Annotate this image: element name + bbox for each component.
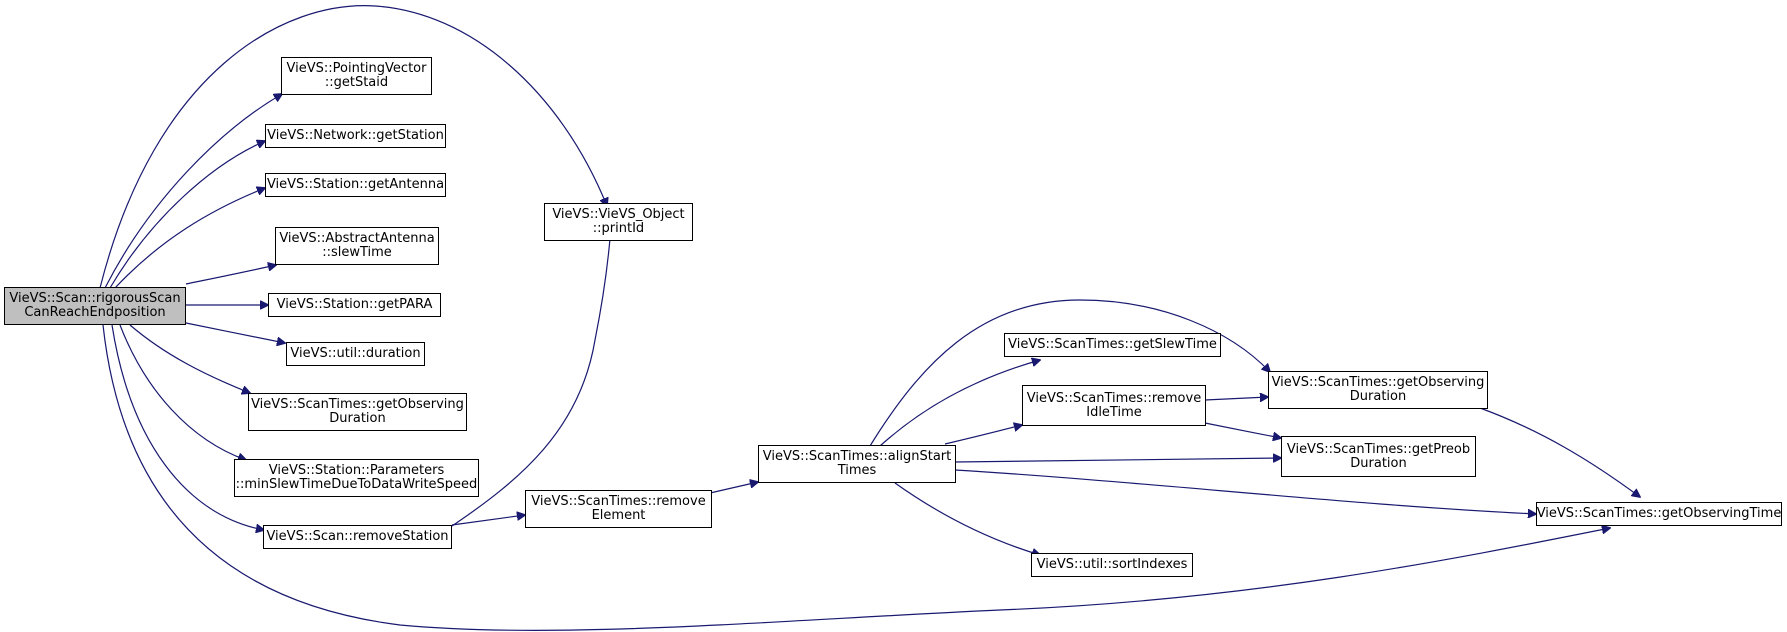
- node-label-line-2: Element: [591, 508, 646, 523]
- node-label-line-1: VieVS::ScanTimes::remove: [1026, 390, 1202, 406]
- node-label-line-1: VieVS::Station::Parameters: [268, 463, 445, 478]
- node-pointing-vector-getstaid[interactable]: VieVS::PointingVector ::getStaid: [281, 57, 432, 95]
- node-label-line-1: VieVS::PointingVector: [286, 61, 427, 76]
- node-label-line-2: ::slewTime: [322, 245, 392, 260]
- node-label-line-1: VieVS::ScanTimes::remove: [531, 494, 706, 509]
- node-label-line-1: VieVS::ScanTimes::getObserving: [1271, 375, 1485, 390]
- node-label-line-1: VieVS::util::sortIndexes: [1036, 557, 1188, 572]
- node-util-sortindexes[interactable]: VieVS::util::sortIndexes: [1031, 553, 1193, 577]
- node-label-line-2: IdleTime: [1086, 404, 1142, 420]
- node-label-line-2: CanReachEndposition: [24, 305, 166, 320]
- node-label-line-1: VieVS::ScanTimes::getObserving: [251, 397, 464, 412]
- node-label-line-2: Duration: [329, 411, 386, 426]
- node-label-line-2: ::getStaid: [324, 75, 389, 90]
- node-scan-removestation[interactable]: VieVS::Scan::removeStation: [263, 525, 452, 549]
- edge-alignstart-sortindexes: [894, 482, 1040, 555]
- node-label-line-1: VieVS::Scan::rigorousScan: [9, 291, 181, 306]
- node-util-duration[interactable]: VieVS::util::duration: [286, 342, 425, 366]
- node-label-line-2: ::minSlewTimeDueToDataWriteSpeed: [235, 477, 478, 492]
- node-label-line-2: ::printId: [592, 221, 645, 236]
- edge-removeelement-alignstart: [709, 482, 758, 494]
- node-label-line-1: VieVS::VieVS_Object: [552, 207, 685, 222]
- edge-root-getobsdur-left: [129, 324, 250, 393]
- edge-root-getobstime: [102, 324, 1610, 631]
- node-scantimes-getslewtime[interactable]: VieVS::ScanTimes::getSlewTime: [1004, 333, 1221, 357]
- edge-getobsdur-right-getobstime: [1479, 407, 1640, 497]
- node-rigorous-scan-can-reach-endposition[interactable]: VieVS::Scan::rigorousScan CanReachEndpos…: [4, 287, 186, 325]
- node-station-getantenna[interactable]: VieVS::Station::getAntenna: [265, 173, 446, 197]
- node-station-parameters-minslewtime[interactable]: VieVS::Station::Parameters ::minSlewTime…: [234, 459, 479, 497]
- edge-root-slewtime: [185, 265, 276, 285]
- node-label-line-2: Duration: [1350, 455, 1407, 471]
- node-scantimes-removeidletime[interactable]: VieVS::ScanTimes::remove IdleTime: [1022, 385, 1206, 426]
- edge-root-getstation: [109, 141, 265, 289]
- edge-alignstart-removeidle: [944, 425, 1022, 445]
- edge-root-getantenna: [114, 188, 265, 289]
- node-label-line-2: Times: [837, 463, 877, 478]
- node-station-getpara[interactable]: VieVS::Station::getPARA: [268, 293, 441, 317]
- edge-removestation-printid: [451, 210, 612, 527]
- node-scantimes-getobservingduration-left[interactable]: VieVS::ScanTimes::getObserving Duration: [248, 393, 467, 431]
- node-scantimes-removeelement[interactable]: VieVS::ScanTimes::remove Element: [525, 490, 712, 528]
- node-label-line-1: VieVS::Network::getStation: [267, 128, 444, 143]
- node-label-line-1: VieVS::ScanTimes::getObservingTime: [1536, 506, 1782, 521]
- node-scantimes-getpreobduration[interactable]: VieVS::ScanTimes::getPreob Duration: [1281, 436, 1476, 477]
- node-label-line-1: VieVS::ScanTimes::getSlewTime: [1008, 337, 1217, 352]
- node-label-line-1: VieVS::Scan::removeStation: [266, 529, 449, 544]
- node-vievs-object-printid[interactable]: VieVS::VieVS_Object ::printId: [544, 203, 693, 241]
- node-scantimes-getobservingduration-right[interactable]: VieVS::ScanTimes::getObserving Duration: [1268, 371, 1488, 409]
- node-label-line-1: VieVS::Station::getPARA: [276, 297, 433, 312]
- edge-alignstart-getslewtime: [879, 360, 1040, 447]
- node-label-line-1: VieVS::Station::getAntenna: [266, 177, 445, 192]
- node-label-line-1: VieVS::AbstractAntenna: [279, 231, 435, 246]
- edge-removeidle-getpreob: [1204, 422, 1281, 438]
- edge-removestation-removeelement: [451, 515, 525, 526]
- edge-removeidle-getobsdur-right: [1204, 397, 1268, 400]
- node-abstract-antenna-slewtime[interactable]: VieVS::AbstractAntenna ::slewTime: [275, 227, 439, 265]
- edge-alignstart-getobstime: [954, 469, 1536, 514]
- edge-alignstart-getpreob: [954, 458, 1281, 463]
- node-label-line-2: Duration: [1349, 389, 1407, 404]
- edge-root-removestation: [111, 324, 264, 530]
- node-label-line-1: VieVS::util::duration: [290, 346, 421, 361]
- node-scantimes-alignstarttimes[interactable]: VieVS::ScanTimes::alignStart Times: [758, 445, 956, 483]
- node-label-line-1: VieVS::ScanTimes::getPreob: [1286, 441, 1471, 457]
- edge-root-getstaid: [104, 94, 282, 289]
- edge-root-duration: [185, 322, 285, 343]
- edge-root-printid: [99, 5, 607, 289]
- node-network-getstation[interactable]: VieVS::Network::getStation: [265, 124, 446, 148]
- node-label-line-1: VieVS::ScanTimes::alignStart: [762, 449, 952, 464]
- node-scantimes-getobservingtime[interactable]: VieVS::ScanTimes::getObservingTime: [1536, 502, 1782, 526]
- edge-root-minslew: [119, 324, 246, 460]
